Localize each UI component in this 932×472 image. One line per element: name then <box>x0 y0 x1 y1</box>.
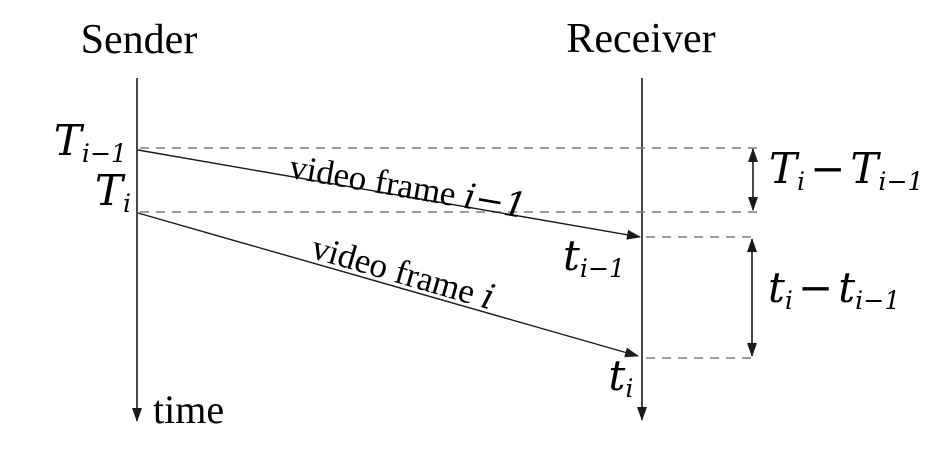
interval-T-minus: − <box>810 143 846 193</box>
sender-column-header: Sender <box>80 17 198 63</box>
receiver-column-header: Receiver <box>566 16 716 62</box>
message-arrow-frame-i-1 <box>137 149 641 240</box>
send-time-Ti-1-base: T <box>53 115 82 165</box>
send-time-Ti-1-sub: i−1 <box>81 138 127 168</box>
message-arrow-frame-i <box>137 212 639 358</box>
interval-label-t: ti−ti−1 <box>768 266 901 315</box>
interval-t-rhs-base: t <box>838 262 856 312</box>
send-time-Ti-base: T <box>94 165 123 215</box>
send-time-Ti-1: Ti−1 <box>54 119 127 168</box>
recv-time-ti: ti <box>609 354 634 403</box>
interval-t-lhs-sub: i <box>784 285 793 315</box>
recv-time-ti-1-sub: i−1 <box>579 253 626 283</box>
recv-time-ti-base: t <box>608 350 626 400</box>
interval-T-rhs-sub: i−1 <box>878 166 924 196</box>
interval-t-rhs-sub: i−1 <box>855 285 901 315</box>
recv-time-ti-sub: i <box>625 373 634 403</box>
interval-T-lhs-base: T <box>769 143 798 193</box>
interval-T-rhs-base: T <box>850 143 879 193</box>
interval-T-lhs-sub: i <box>797 166 806 196</box>
recv-time-ti-1-base: t <box>562 230 580 280</box>
interval-t-lhs-base: t <box>768 262 785 312</box>
interval-label-T: Ti−Ti−1 <box>769 147 924 196</box>
send-time-Ti: Ti <box>95 169 131 218</box>
time-axis-label: time <box>153 387 225 432</box>
send-time-Ti-sub: i <box>122 188 131 218</box>
interval-t-minus: − <box>797 262 834 312</box>
recv-time-ti-1: ti−1 <box>563 234 626 283</box>
